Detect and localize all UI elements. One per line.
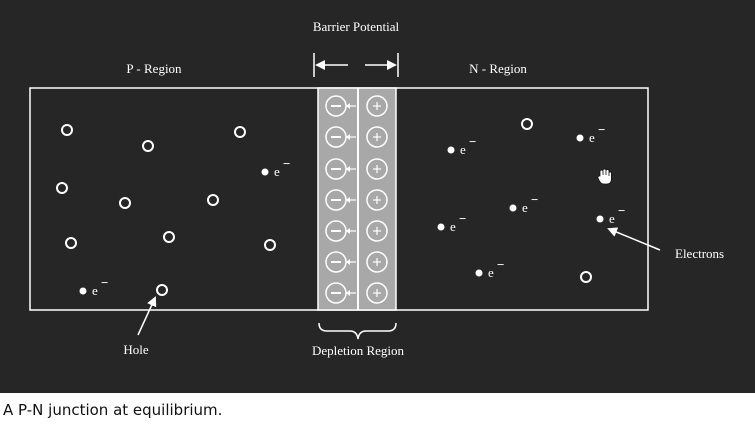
negative-ion bbox=[325, 158, 356, 180]
svg-text:e: e bbox=[274, 164, 280, 179]
electron-marker: e− bbox=[576, 122, 605, 145]
svg-text:−: − bbox=[101, 275, 108, 290]
holes bbox=[56, 118, 592, 296]
negative-ion bbox=[325, 126, 356, 148]
hole-marker bbox=[163, 231, 175, 243]
negative-ion bbox=[325, 189, 356, 211]
svg-text:e: e bbox=[460, 142, 466, 157]
p-region-label: P - Region bbox=[126, 61, 182, 76]
svg-text:−: − bbox=[283, 156, 290, 171]
positive-ion bbox=[366, 282, 388, 304]
electrons: e−e−e−e−e−e−e−e− bbox=[79, 122, 625, 298]
diagram-canvas: Barrier Potential P - Region N - Region … bbox=[29, 19, 724, 358]
positive-ion bbox=[366, 158, 388, 180]
hole-marker bbox=[61, 124, 73, 136]
svg-text:e: e bbox=[589, 130, 595, 145]
svg-text:e: e bbox=[450, 219, 456, 234]
negative-ion bbox=[325, 251, 356, 273]
electrons-label: Electrons bbox=[675, 246, 724, 261]
depletion-region-label: Depletion Region bbox=[312, 343, 405, 358]
electron-marker: e− bbox=[596, 203, 625, 226]
n-region-label: N - Region bbox=[469, 61, 527, 76]
hole-marker bbox=[207, 194, 219, 206]
hole-marker bbox=[234, 126, 246, 138]
svg-text:e: e bbox=[92, 283, 98, 298]
negative-ion bbox=[325, 220, 356, 242]
hole-label: Hole bbox=[123, 342, 149, 357]
positive-ion bbox=[366, 220, 388, 242]
hand-cursor-icon bbox=[597, 168, 612, 185]
positive-ion bbox=[366, 189, 388, 211]
svg-text:−: − bbox=[469, 134, 476, 149]
svg-text:−: − bbox=[497, 257, 504, 272]
svg-text:e: e bbox=[609, 211, 615, 226]
hole-marker bbox=[142, 140, 154, 152]
hole-marker bbox=[580, 271, 592, 283]
negative-ion bbox=[325, 95, 356, 117]
electron-marker: e− bbox=[509, 192, 538, 215]
hole-pointer bbox=[137, 296, 157, 336]
positive-ion bbox=[366, 251, 388, 273]
hole-marker bbox=[156, 284, 168, 296]
hole-marker bbox=[56, 182, 68, 194]
electrons-pointer bbox=[607, 227, 661, 251]
depletion-brace bbox=[318, 322, 397, 340]
hole-marker bbox=[264, 239, 276, 251]
hole-marker bbox=[521, 118, 533, 130]
barrier-potential-label: Barrier Potential bbox=[313, 19, 400, 34]
electron-marker: e− bbox=[261, 156, 290, 179]
positive-ion bbox=[366, 126, 388, 148]
hole-marker bbox=[65, 237, 77, 249]
electron-marker: e− bbox=[79, 275, 108, 298]
svg-text:−: − bbox=[618, 203, 625, 218]
figure-caption: A P-N junction at equilibrium. bbox=[3, 401, 223, 419]
electron-marker: e− bbox=[447, 134, 476, 157]
svg-text:e: e bbox=[488, 265, 494, 280]
electron-marker: e− bbox=[475, 257, 504, 280]
hole-marker bbox=[119, 197, 131, 209]
negative-ion bbox=[325, 282, 356, 304]
svg-text:−: − bbox=[598, 122, 605, 137]
svg-text:e: e bbox=[522, 200, 528, 215]
electron-marker: e− bbox=[437, 211, 466, 234]
pn-junction-diagram: Barrier Potential P - Region N - Region … bbox=[0, 0, 755, 393]
positive-ion bbox=[366, 95, 388, 117]
svg-text:−: − bbox=[531, 192, 538, 207]
depletion-ions bbox=[325, 95, 388, 304]
svg-text:−: − bbox=[459, 211, 466, 226]
